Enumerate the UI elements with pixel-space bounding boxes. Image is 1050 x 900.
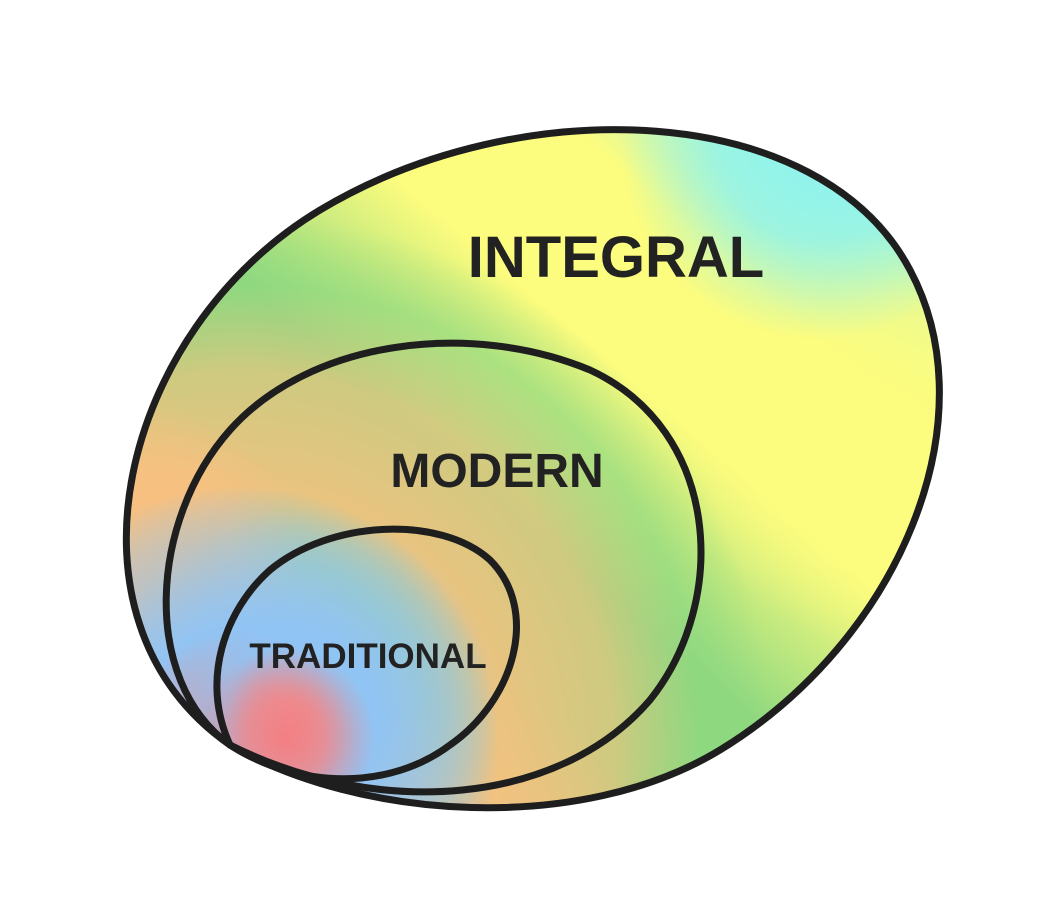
modern-circle: [162, 339, 705, 796]
traditional-circle: [213, 525, 520, 783]
modern-label: MODERN: [390, 445, 603, 498]
integral-circle: [122, 126, 943, 812]
integral-label: INTEGRAL: [468, 225, 764, 290]
traditional-label: TRADITIONAL: [249, 637, 486, 676]
